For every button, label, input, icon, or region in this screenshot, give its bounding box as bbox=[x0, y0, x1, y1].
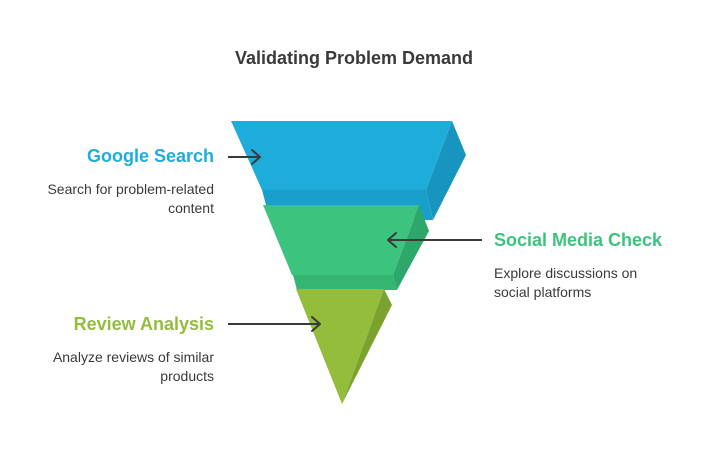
arrow-review-analysis bbox=[228, 316, 321, 332]
stage-label-social-media-check: Social Media Check bbox=[494, 230, 663, 250]
stage-description-review-analysis: Analyze reviews of similar products bbox=[52, 349, 214, 384]
stage-1-front bbox=[231, 121, 452, 190]
stage-2-bottom-lip bbox=[293, 275, 397, 290]
stage-1-side bbox=[426, 121, 466, 220]
stage-label-review-analysis: Review Analysis bbox=[73, 314, 214, 334]
stage-2-front bbox=[263, 205, 419, 275]
stage-description-social-media-check: Explore discussions on social platforms bbox=[494, 265, 638, 300]
stage-3-front bbox=[296, 289, 384, 404]
arrow-social-media-check bbox=[387, 232, 482, 248]
stage-label-google-search: Google Search bbox=[86, 146, 214, 166]
stage-description-google-search: Search for problem-related content bbox=[47, 181, 214, 216]
arrow-google-search bbox=[228, 149, 261, 165]
stage-3-side bbox=[342, 289, 392, 404]
diagram-title: Validating Problem Demand bbox=[234, 48, 474, 68]
stage-2-side bbox=[393, 205, 429, 290]
funnel-stage-review-analysis bbox=[296, 289, 392, 404]
funnel-stage-social-media-check bbox=[263, 205, 429, 290]
